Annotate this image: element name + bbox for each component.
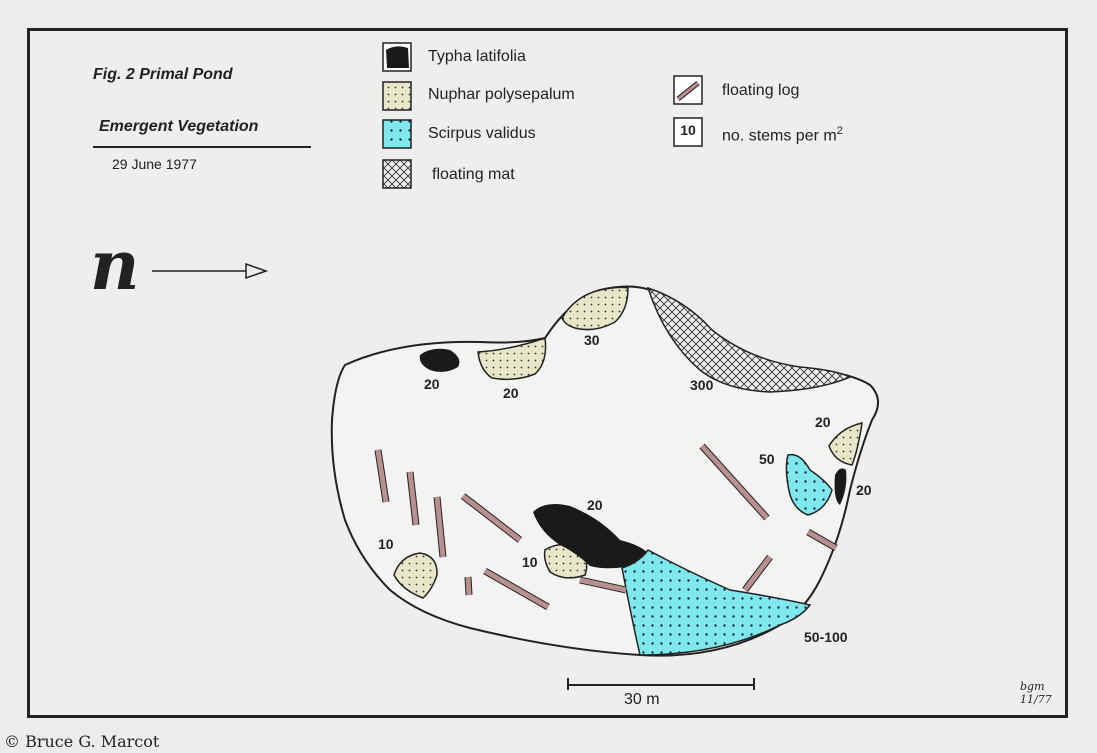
legend-label-mat: floating mat (432, 166, 515, 183)
survey-date: 29 June 1977 (112, 156, 197, 172)
nuphar-patch-top (561, 286, 629, 331)
nuphar-patch-right (828, 422, 863, 466)
copyright-credit: © Bruce G. Marcot (4, 732, 160, 751)
legend-swatch-nuphar (382, 81, 412, 111)
legend-label-typha: Typha latifolia (428, 48, 526, 65)
legend-swatch-stems (673, 117, 703, 147)
count-nuphar-right: 20 (815, 414, 831, 430)
legend-swatch-mat (382, 159, 412, 189)
count-typha-left: 20 (424, 376, 440, 392)
count-nuphar-center: 10 (522, 554, 538, 570)
legend-label-stems: no. stems per m2 (722, 125, 843, 145)
scirpus-patch-right (785, 453, 833, 516)
legend-stems-box-value: 10 (680, 122, 696, 138)
scirpus-patch-main (621, 549, 812, 656)
count-nuphar-left: 20 (503, 385, 519, 401)
floating-logs (374, 443, 838, 611)
legend-label-nuphar: Nuphar polysepalum (428, 86, 575, 103)
count-floating-mat: 300 (690, 377, 714, 393)
signature-initials: bgm (1020, 680, 1045, 693)
count-scirpus-right: 50 (759, 451, 775, 467)
signature-date: 11/77 (1020, 693, 1052, 706)
typha-patch-right (834, 468, 847, 505)
count-nuphar-top: 30 (584, 332, 600, 348)
north-arrow (152, 262, 269, 280)
figure-subtitle: Emergent Vegetation (99, 118, 259, 135)
count-scirpus-main: 50-100 (804, 629, 848, 645)
figure-title: Fig. 2 Primal Pond (93, 66, 233, 83)
legend-label-scirpus: Scirpus validus (428, 125, 536, 142)
north-letter: n (90, 226, 140, 306)
scale-bar (567, 678, 755, 690)
floating-mat-patch (646, 286, 852, 393)
count-typha-right: 20 (856, 482, 872, 498)
title-rule (93, 146, 311, 148)
nuphar-patch-left (477, 336, 547, 381)
nuphar-patch-bottom-left (393, 552, 438, 599)
count-typha-center: 20 (587, 497, 603, 513)
legend-label-log: floating log (722, 82, 800, 99)
typha-patch-center (533, 504, 648, 569)
typha-patch-left (419, 348, 460, 372)
scale-label: 30 m (624, 691, 660, 708)
legend-stems-text: no. stems per m (722, 127, 837, 145)
legend-swatch-scirpus (382, 119, 412, 149)
count-nuphar-bottom-left: 10 (378, 536, 394, 552)
legend-stems-superscript: 2 (836, 125, 843, 137)
